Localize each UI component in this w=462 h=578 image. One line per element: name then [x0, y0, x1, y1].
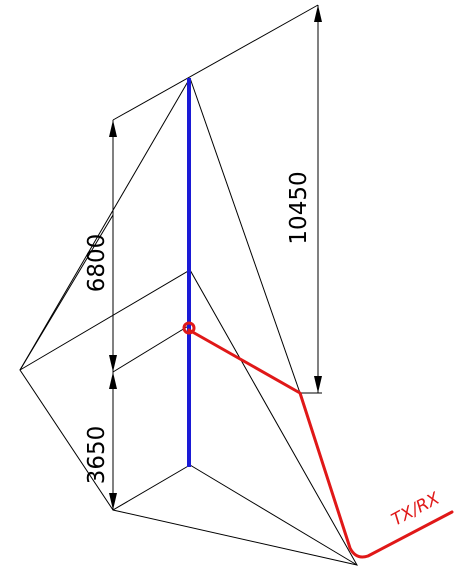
arrowhead — [314, 5, 322, 22]
arrowhead — [109, 493, 117, 510]
tx-rx-label: TX/RX — [388, 489, 443, 531]
construction-line — [112, 324, 191, 373]
arrowhead — [314, 376, 322, 393]
dimension-label-upper: 6800 — [84, 234, 110, 293]
guy-line-left — [19, 77, 191, 371]
construction-line — [189, 464, 358, 566]
feed-point — [182, 321, 196, 335]
feed-cable — [187, 328, 454, 559]
guy-line-right — [189, 77, 301, 394]
arrowhead — [109, 355, 117, 372]
arrowhead — [109, 372, 117, 389]
construction-line — [112, 464, 191, 511]
dimension-label-total: 10450 — [286, 171, 312, 244]
plane-edge — [112, 4, 319, 121]
arrowhead — [109, 120, 117, 137]
dimension-label-lower: 3650 — [84, 426, 110, 485]
